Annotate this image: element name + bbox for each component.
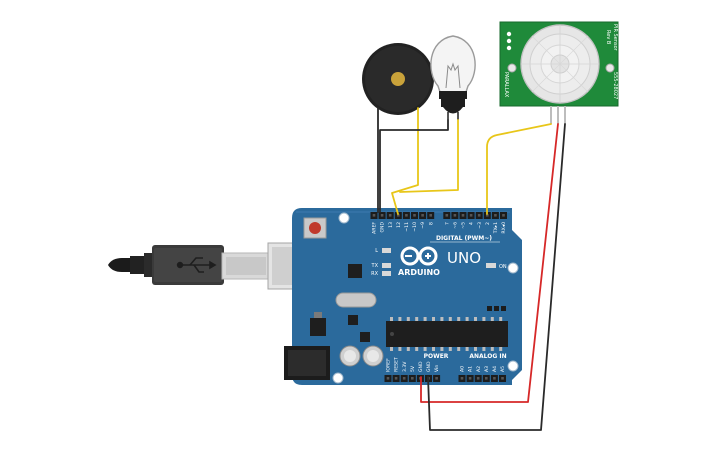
bulb-signal-wire [399,119,459,193]
pir-jumper-pins [506,31,512,51]
power-pin-label: 5V [410,365,416,372]
analog-pin-label: A3 [484,366,490,372]
digital-pin-label: ~11 [404,222,410,232]
pir-signal-wire [486,123,552,215]
led-rx [382,271,391,276]
brand-label: ARDUINO [398,268,440,277]
digital-pin-label: 12 [396,222,402,228]
digital-pin-label: 8 [428,222,434,225]
digital-pin-label: 2 [485,222,491,225]
small-ic [348,315,358,325]
pir-pins [550,106,566,124]
analog-pin-label: A0 [460,366,466,372]
pir-mount-holes [507,63,615,73]
analog-pin-label: A5 [500,366,506,372]
pir-fresnel-lens [520,24,600,104]
led-tx [382,263,391,268]
digital-pin-label: TX▸1 [493,222,499,234]
power-pin-label: GND [426,361,432,372]
reset-button[interactable] [303,217,327,239]
analog-header-label: ANALOG IN [469,353,506,360]
power-pin-label: 3.3V [402,361,408,372]
digital-pin-header[interactable] [370,212,508,219]
buzzer-signal-wire [391,107,419,215]
arduino-infinity-logo-icon [400,246,438,266]
led-rx-label: RX [371,271,378,277]
power-header-label: POWER [424,353,449,360]
power-pin-label: Vin [434,365,440,372]
digital-pin-label: ~9 [420,222,426,229]
pir-title-label: PIR Sensor [612,24,618,52]
digital-pin-label: ~5 [461,222,467,229]
led-on-label: ON [499,264,507,270]
arduino-uno-board[interactable]: L TX RX ON ARDUINO UNO DIGITAL (PWM~) PO… [284,208,522,385]
power-pin-label: RESET [394,357,400,372]
usb-symbol-icon [176,257,217,273]
led-on [486,263,496,268]
power-pin-label: IOREF [386,358,392,372]
digital-pin-label: 7 [444,222,450,225]
pir-rev-label: Rev B [605,30,611,45]
pir-power-wire [420,123,559,403]
wires [377,107,566,431]
bulb-filament [445,62,461,89]
voltage-regulator [310,318,326,336]
atmega-microcontroller [386,321,508,347]
digital-pin-label: ~3 [477,222,483,229]
power-pin-header[interactable] [384,375,441,382]
led-l-label: L [375,248,378,254]
led-l [382,248,391,253]
pir-part-number: 555-28027 [612,72,618,99]
analog-pin-label: A2 [476,366,482,372]
power-pin-label: GND [418,361,424,372]
digital-pin-label: 4 [469,222,475,225]
digital-pin-label: RX◂0 [501,222,507,234]
digital-pin-label: GND [380,222,386,233]
pir-ground-wire [427,123,566,431]
crystal-oscillator [335,292,377,308]
analog-pin-header[interactable] [458,375,507,382]
digital-pin-label: ~10 [412,222,418,232]
digital-pin-label: 13 [388,222,394,228]
power-jack[interactable] [284,346,330,380]
buzzer-center [391,72,405,86]
analog-pin-label: A1 [468,366,474,372]
digital-pin-label: AREF [372,222,378,234]
digital-pin-label: ~6 [453,222,459,229]
bulb-ground-wire [379,119,449,213]
capacitor-2 [362,345,384,367]
capacitor-1 [339,345,361,367]
microcontroller-pins [390,317,503,351]
model-label: UNO [447,249,481,267]
usb-chip [348,264,362,278]
piezo-buzzer[interactable] [362,43,434,115]
icsp-header [487,306,506,311]
led-tx-label: TX [371,263,379,269]
digital-header-label: DIGITAL (PWM~) [436,235,492,242]
light-bulb[interactable] [430,35,476,120]
analog-pin-label: A4 [492,366,498,372]
pir-motion-sensor[interactable]: PARALLAX PIR Sensor Rev B 555-28027 [499,21,619,124]
pir-brand-label: PARALLAX [503,72,509,98]
